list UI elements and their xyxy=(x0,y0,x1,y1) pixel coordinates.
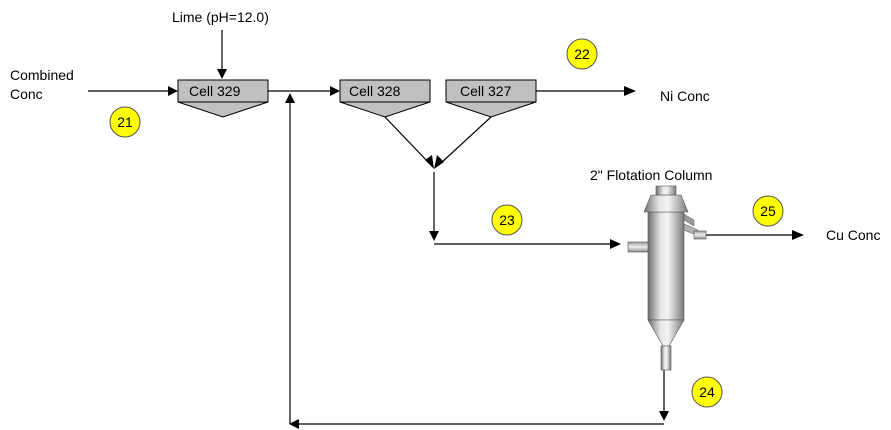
lime-feed-arrowhead xyxy=(217,69,227,79)
recycle-return-arrowhead xyxy=(289,419,299,429)
cell-329: Cell 329 xyxy=(177,79,269,118)
stream-badge-25: 25 xyxy=(752,195,784,227)
stream-24-number: 24 xyxy=(699,384,715,400)
combined-conc-label-line2: Conc xyxy=(10,86,43,102)
recycle-riser-arrowhead xyxy=(285,93,295,103)
column-feed-arrowhead xyxy=(610,239,621,249)
ni-conc-arrowhead xyxy=(624,86,636,96)
combined-conc-label-line1: Combined xyxy=(10,67,74,83)
stream-21-number: 21 xyxy=(117,114,133,130)
stream23-down-arrowhead xyxy=(429,231,439,241)
cell328-tails-line xyxy=(384,116,430,164)
flotation-column-title: 2" Flotation Column xyxy=(590,167,712,183)
stream-23-number: 23 xyxy=(499,212,515,228)
stream-badge-23: 23 xyxy=(491,204,523,236)
cell-328: Cell 328 xyxy=(339,79,431,118)
flotation-column xyxy=(627,185,707,371)
cu-conc-label: Cu Conc xyxy=(826,227,880,243)
cell327-tails-line xyxy=(440,116,492,164)
stream-22-number: 22 xyxy=(574,46,590,62)
stream-25-number: 25 xyxy=(760,203,776,219)
combined-feed-arrowhead xyxy=(168,86,178,96)
stream-badge-21: 21 xyxy=(109,106,141,138)
stream-badge-22: 22 xyxy=(566,38,598,70)
lime-label: Lime (pH=12.0) xyxy=(172,9,269,25)
cell328-tails-arrowhead xyxy=(425,155,434,169)
cell329-to-cell328-arrowhead xyxy=(330,86,340,96)
cell327-tails-arrowhead xyxy=(434,155,444,169)
cell-328-label: Cell 328 xyxy=(349,83,401,99)
cell-329-label: Cell 329 xyxy=(189,83,241,99)
cell-327-label: Cell 327 xyxy=(460,83,512,99)
cell-327: Cell 327 xyxy=(445,79,537,118)
column-underflow-arrowhead xyxy=(659,411,669,421)
cu-conc-arrowhead xyxy=(792,230,804,240)
ni-conc-label: Ni Conc xyxy=(660,88,710,104)
stream-badge-24: 24 xyxy=(691,376,723,408)
